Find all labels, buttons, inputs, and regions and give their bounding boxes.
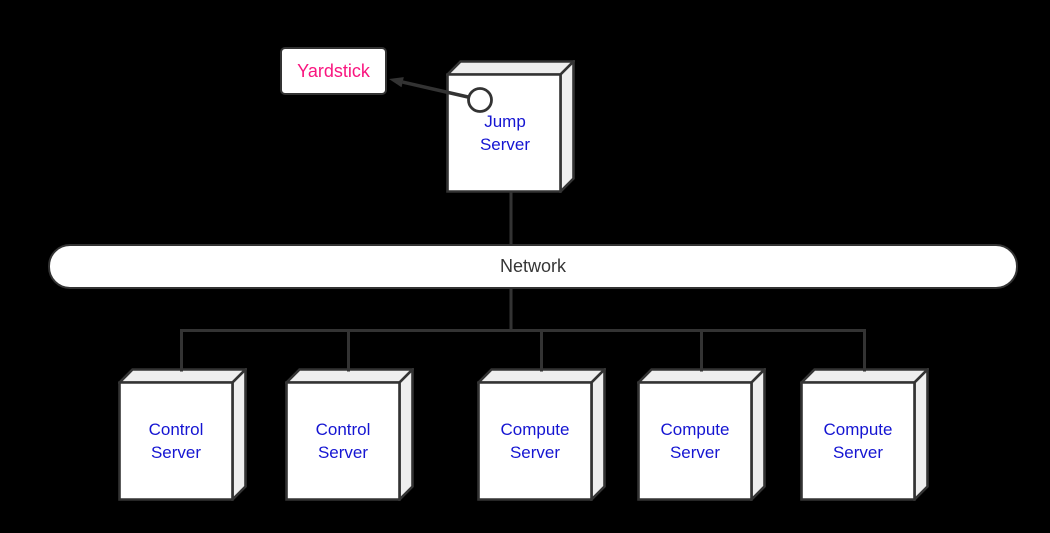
node-network: Network <box>48 244 1018 289</box>
box-right-face <box>398 368 414 501</box>
box-top-face <box>118 368 247 384</box>
box-top-face <box>446 60 575 76</box>
compute-server-3-label: Compute Server <box>823 420 893 462</box>
box-top-face <box>800 368 929 384</box>
arrowhead-icon <box>389 77 404 88</box>
box-right-face <box>231 368 247 501</box>
node-compute-server-3 <box>800 368 929 501</box>
node-control-server-2 <box>285 368 414 501</box>
compute-server-2-label: Compute Server <box>660 420 730 462</box>
box-front-face <box>637 381 753 501</box>
jump-server-label: Jump Server <box>479 112 531 154</box>
node-yardstick: Yardstick <box>280 47 387 95</box>
yardstick-label: Yardstick <box>297 60 370 81</box>
control-server-1-label: Control Server <box>148 420 204 462</box>
box-top-face <box>285 368 414 384</box>
box-right-face <box>590 368 606 501</box>
compute-server-1-label: Compute Server <box>500 420 570 462</box>
box-right-face <box>559 60 575 193</box>
box-front-face <box>118 381 234 501</box>
box-right-face <box>750 368 766 501</box>
control-server-2-label: Control Server <box>315 420 371 462</box>
node-compute-server-2 <box>637 368 766 501</box>
node-control-server-1 <box>118 368 247 501</box>
node-compute-server-1 <box>477 368 606 501</box>
box-front-face <box>800 381 916 501</box>
network-label: Network <box>499 256 566 276</box>
box-right-face <box>913 368 929 501</box>
box-top-face <box>477 368 606 384</box>
box-front-face <box>477 381 593 501</box>
box-top-face <box>637 368 766 384</box>
box-front-face <box>285 381 401 501</box>
